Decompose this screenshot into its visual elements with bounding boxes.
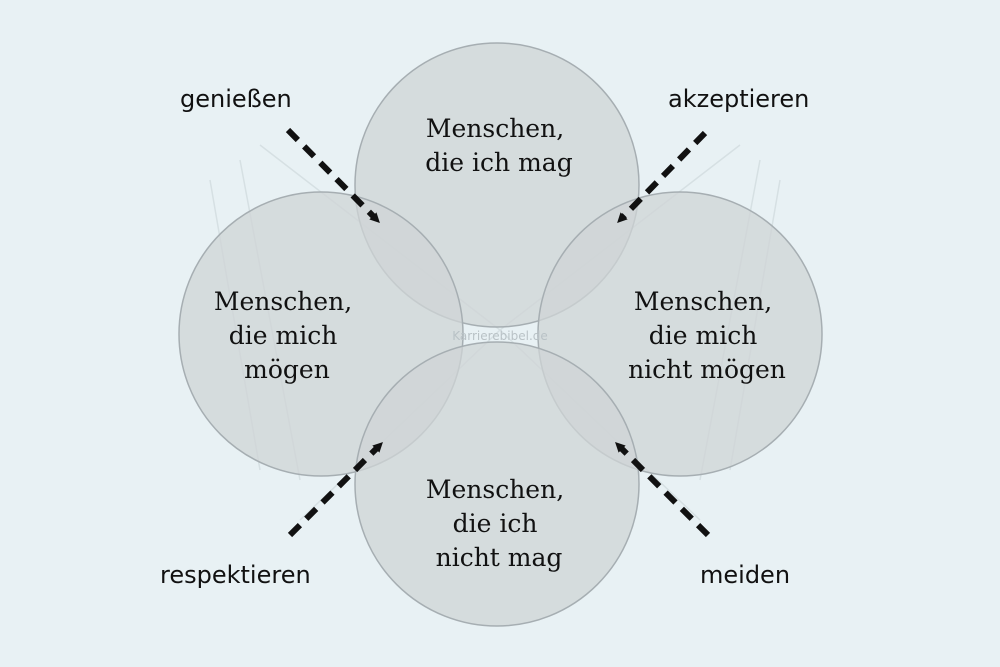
- circle-left-line-2: die mich: [229, 321, 338, 350]
- circle-bottom: [354, 341, 640, 627]
- arrow-top-right: [617, 130, 708, 224]
- circle-bottom-label: Menschen, die ich nicht mag: [426, 475, 572, 572]
- label-akzeptieren: akzeptieren: [668, 85, 809, 113]
- circle-left-line-1: Menschen,: [214, 287, 352, 316]
- circle-right-label: Menschen, die mich nicht mögen: [628, 287, 786, 384]
- watermark: Karrierebibel.de: [452, 329, 548, 343]
- arrows: [285, 127, 711, 538]
- arrow-bottom-right: [615, 442, 711, 538]
- circle-left-label: Menschen, die mich mögen: [214, 287, 360, 384]
- label-respektieren: respektieren: [160, 561, 311, 589]
- circle-top-label: Menschen, die ich mag: [425, 114, 572, 177]
- label-meiden: meiden: [700, 561, 790, 589]
- circle-right-line-3: nicht mögen: [628, 355, 786, 384]
- circle-top-line-1: Menschen,: [426, 114, 564, 143]
- circle-left-line-3: mögen: [244, 355, 330, 384]
- circle-right-line-1: Menschen,: [634, 287, 772, 316]
- circle-top-line-2: die ich mag: [425, 148, 572, 177]
- arrow-top-left: [285, 127, 380, 223]
- arrow-bottom-left: [287, 442, 383, 538]
- label-geniessen: genießen: [180, 85, 292, 113]
- circle-bottom-line-1: Menschen,: [426, 475, 564, 504]
- circle-bottom-line-3: nicht mag: [436, 543, 563, 572]
- circle-bottom-line-2: die ich: [453, 509, 538, 538]
- circle-right-line-2: die mich: [649, 321, 758, 350]
